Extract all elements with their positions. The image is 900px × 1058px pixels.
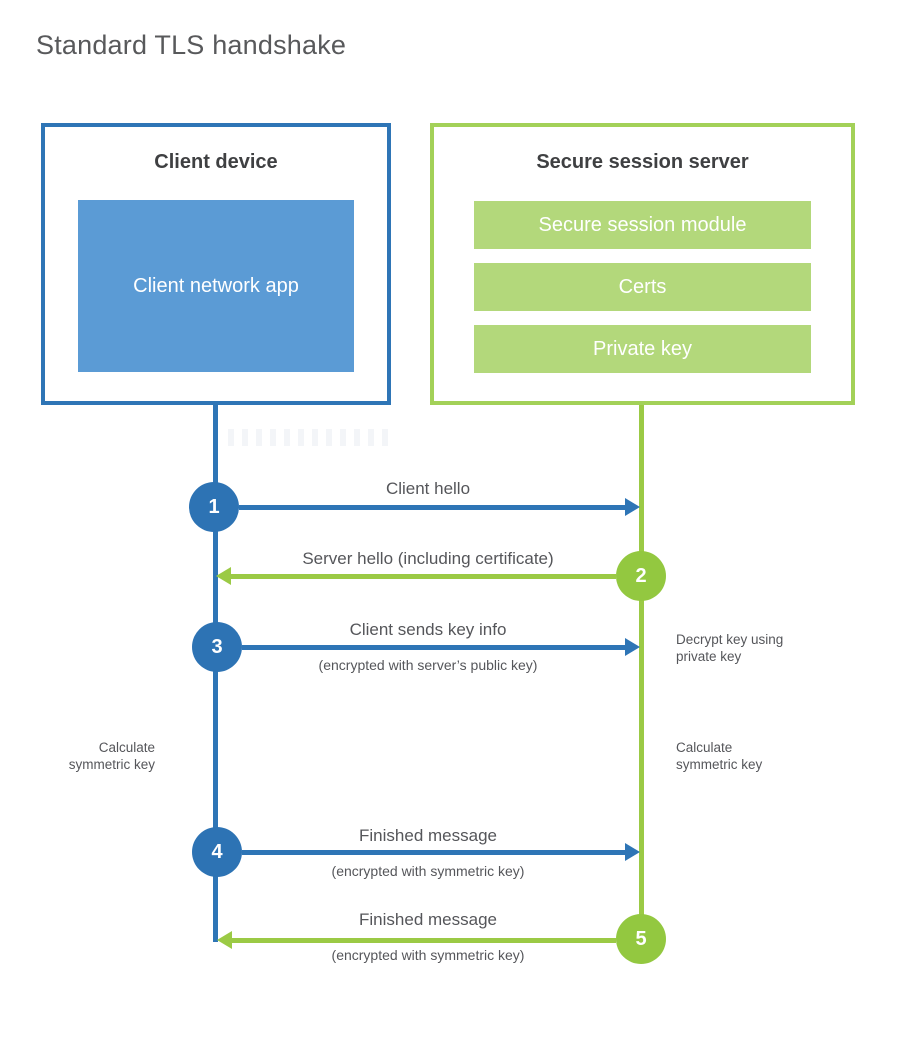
step1-arrow-line bbox=[239, 505, 625, 510]
step2-label: Server hello (including certificate) bbox=[302, 549, 554, 568]
step1-circle: 1 bbox=[189, 482, 239, 532]
step4-arrow-line bbox=[242, 850, 625, 855]
step3-arrow-line bbox=[242, 645, 625, 650]
step4-circle: 4 bbox=[192, 827, 242, 877]
secure-session-server-title: Secure session server bbox=[536, 151, 749, 173]
step3-arrowhead-right-icon bbox=[625, 638, 640, 656]
step1-arrowhead-right-icon bbox=[625, 498, 640, 516]
step5-arrow-line bbox=[232, 938, 616, 943]
calculate-symmetric-key-note-client: Calculate symmetric key bbox=[68, 740, 155, 772]
step5-label: Finished message bbox=[359, 910, 497, 929]
step5-circle: 5 bbox=[616, 914, 666, 964]
page-title: Standard TLS handshake bbox=[36, 30, 347, 60]
step4-label: Finished message bbox=[359, 826, 497, 845]
step2-circle: 2 bbox=[616, 551, 666, 601]
secure-session-server-box: Secure session server Secure session mod… bbox=[430, 123, 855, 405]
step2-arrow-line bbox=[231, 574, 616, 579]
step1-label: Client hello bbox=[385, 479, 471, 498]
secure-session-module-block: Secure session module bbox=[474, 201, 811, 249]
step4-arrowhead-right-icon bbox=[625, 843, 640, 861]
client-device-title: Client device bbox=[154, 151, 278, 173]
step5-sublabel: (encrypted with symmetric key) bbox=[331, 947, 525, 963]
step3-label: Client sends key info bbox=[349, 620, 507, 639]
client-device-box: Client device Client network app bbox=[41, 123, 391, 405]
client-network-app-block: Client network app bbox=[78, 200, 354, 372]
ghost-marks-artifact bbox=[228, 429, 396, 446]
step3-sublabel: (encrypted with server’s public key) bbox=[318, 657, 538, 673]
private-key-block: Private key bbox=[474, 325, 811, 373]
step5-arrowhead-left-icon bbox=[217, 931, 232, 949]
certs-block: Certs bbox=[474, 263, 811, 311]
calculate-symmetric-key-note-server: Calculate symmetric key bbox=[676, 740, 763, 772]
step2-arrowhead-left-icon bbox=[216, 567, 231, 585]
client-network-app-label: Client network app bbox=[133, 274, 299, 297]
step3-circle: 3 bbox=[192, 622, 242, 672]
decrypt-key-note: Decrypt key using private key bbox=[676, 632, 784, 664]
step4-sublabel: (encrypted with symmetric key) bbox=[331, 863, 525, 879]
client-lifeline bbox=[213, 405, 218, 942]
server-lifeline bbox=[639, 405, 644, 939]
